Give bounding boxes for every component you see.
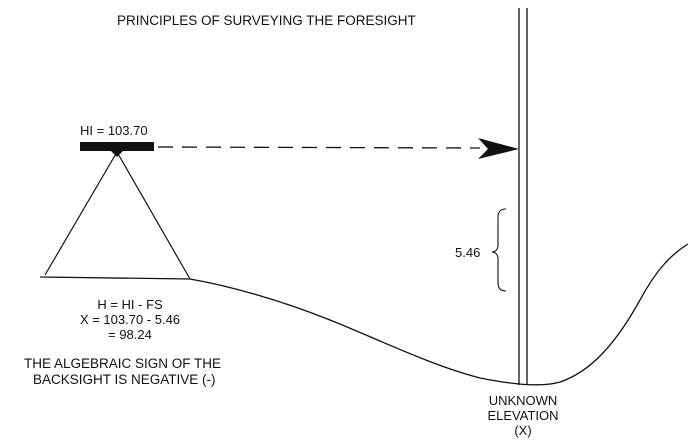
note-line-2: BACKSIGHT IS NEGATIVE (-) bbox=[33, 372, 216, 387]
unknown-elevation-line-1: UNKNOWN bbox=[488, 393, 558, 408]
sight-arrowhead bbox=[478, 138, 519, 159]
tripod-leg-right bbox=[116, 151, 191, 280]
formula-line-2: X = 103.70 - 5.46 bbox=[79, 312, 181, 327]
ground-line bbox=[39, 243, 689, 386]
unknown-elevation-line-3: (X) bbox=[514, 423, 532, 438]
tripod-leg-left bbox=[44, 151, 118, 276]
formula-line-1: H = HI - FS bbox=[97, 297, 163, 312]
diagram-title: PRINCIPLES OF SURVEYING THE FORESIGHT bbox=[117, 13, 416, 28]
line-of-sight bbox=[157, 146, 481, 149]
rod-reading-brace bbox=[491, 208, 507, 292]
unknown-elevation-line-2: ELEVATION bbox=[487, 408, 559, 423]
rod-reading-label: 5.46 bbox=[455, 245, 481, 260]
formula-line-3: = 98.24 bbox=[108, 327, 152, 342]
instrument-pivot bbox=[111, 151, 123, 157]
instrument-height-label: HI = 103.70 bbox=[80, 123, 148, 138]
level-instrument bbox=[80, 142, 154, 151]
note-line-1: THE ALGEBRAIC SIGN OF THE bbox=[24, 356, 222, 371]
